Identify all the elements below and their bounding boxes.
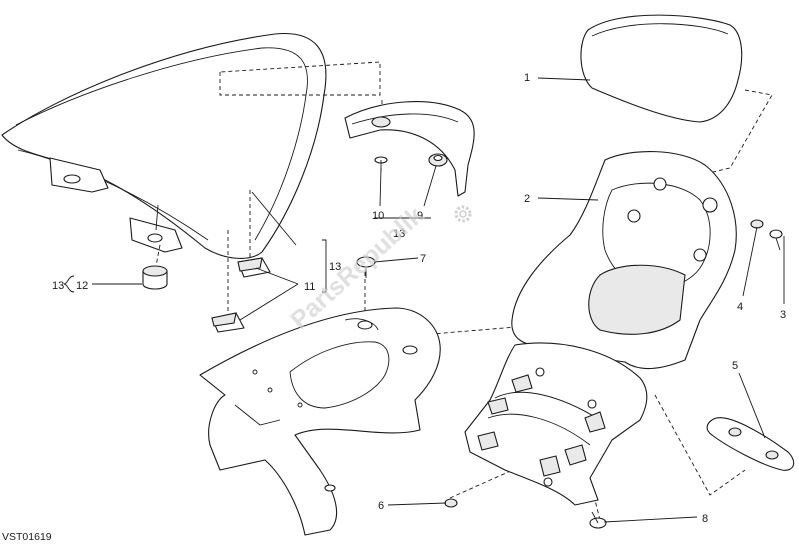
screw-8[interactable] (589, 511, 607, 529)
leader-lines (63, 77, 785, 523)
nut-6[interactable] (444, 498, 458, 508)
rubber-pad-upper[interactable] (237, 257, 271, 278)
rubber-pad-lower[interactable] (211, 312, 245, 333)
backrest-mount-plate[interactable] (464, 342, 648, 506)
callout-12: 12 (76, 280, 88, 292)
seat-subframe[interactable] (199, 307, 441, 536)
backrest-pad[interactable] (580, 14, 743, 123)
tail-cover[interactable] (344, 101, 475, 197)
callout-11: 11 (304, 281, 315, 293)
gear-icon (454, 205, 472, 223)
callout-2: 2 (524, 193, 530, 205)
handle-strip-5[interactable] (706, 417, 795, 471)
grommet-9[interactable] (428, 153, 448, 167)
callout-8: 8 (702, 513, 708, 525)
assembly-guide-lines (155, 61, 773, 521)
callout-5: 5 (732, 360, 738, 372)
callout-13-pads: 13 (329, 261, 341, 273)
callout-4: 4 (737, 301, 743, 313)
callout-1: 1 (524, 72, 530, 84)
washer-4[interactable] (750, 219, 764, 229)
callout-10: 10 (372, 210, 384, 222)
callout-7: 7 (420, 253, 426, 265)
rider-seat[interactable] (1, 32, 327, 259)
reference-code: VST01619 (2, 531, 52, 543)
screw-7[interactable] (356, 256, 376, 278)
callout-3: 3 (780, 309, 786, 321)
rubber-grommet[interactable] (142, 265, 168, 290)
screw-10[interactable] (371, 116, 391, 172)
backrest-frame[interactable] (511, 150, 737, 370)
screw-3[interactable] (769, 229, 783, 251)
callout-6: 6 (378, 500, 384, 512)
callout-13-grommet: 13 (52, 280, 64, 292)
callout-9: 9 (417, 210, 423, 222)
callout-13-cover: 13 (393, 228, 405, 240)
